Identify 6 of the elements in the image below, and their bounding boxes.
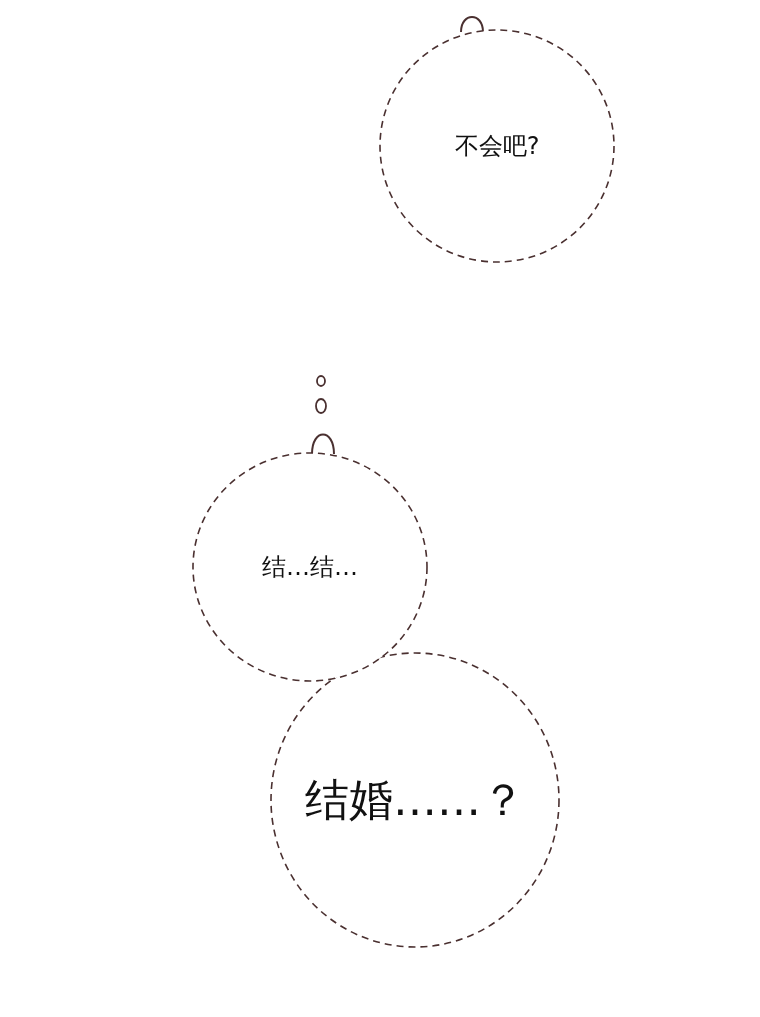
dialogue-text: 结婚……？ xyxy=(304,772,526,827)
speech-bubble xyxy=(270,652,560,948)
dialogue-text: 结…结… xyxy=(261,552,359,583)
speech-bubble xyxy=(379,29,615,263)
speech-bubble xyxy=(192,452,428,682)
dialogue-text: 不会吧? xyxy=(453,131,541,162)
